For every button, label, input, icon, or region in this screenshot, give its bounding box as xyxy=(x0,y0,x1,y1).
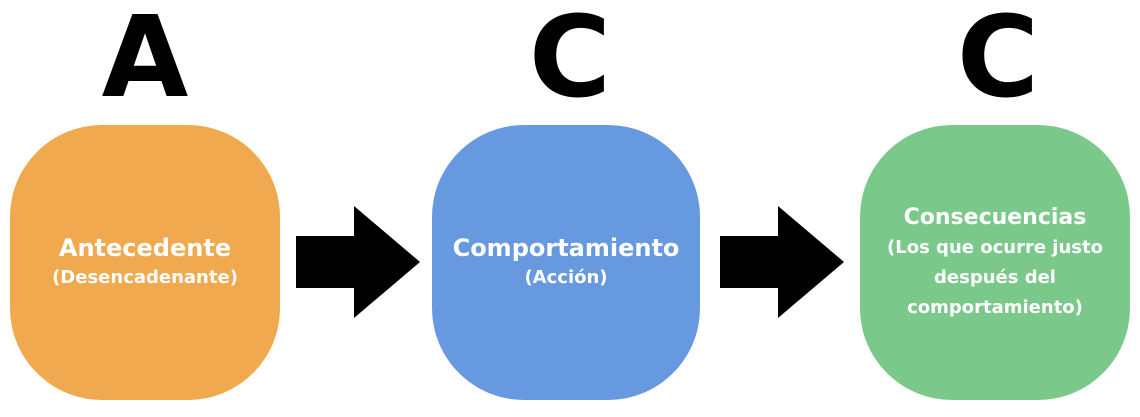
letter-c-behavior: C xyxy=(528,0,612,123)
behavior-box: Comportamiento (Acción) xyxy=(432,125,700,400)
consequence-box: Consecuencias (Los que ocurre justo desp… xyxy=(860,125,1130,400)
antecedent-subtitle: (Desencadenante) xyxy=(52,266,238,288)
antecedent-box: Antecedente (Desencadenante) xyxy=(10,125,280,400)
arrow-right-icon xyxy=(296,206,420,318)
letter-a: A xyxy=(101,0,189,123)
letter-c-consequence: C xyxy=(956,0,1040,123)
arrow-right-icon xyxy=(720,206,844,318)
antecedent-title: Antecedente xyxy=(58,233,232,262)
behavior-title: Comportamiento xyxy=(452,233,680,262)
behavior-subtitle: (Acción) xyxy=(524,266,608,288)
consequence-subtitle: (Los que ocurre justo después del compor… xyxy=(887,236,1103,318)
consequence-title: Consecuencias xyxy=(903,204,1087,230)
